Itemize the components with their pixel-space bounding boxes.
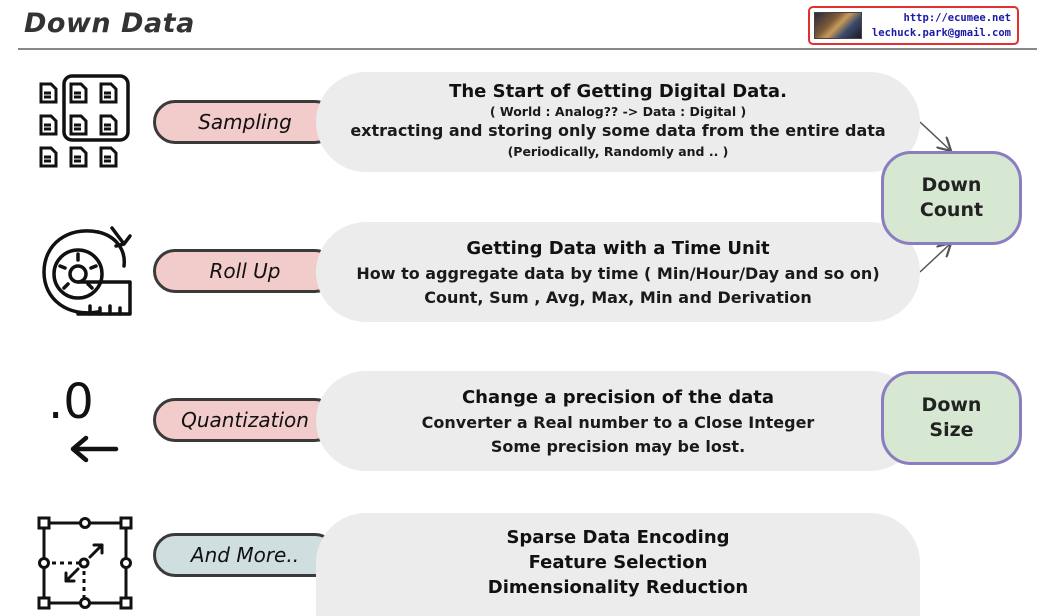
quantization-description: Converter a Real number to a Close Integ… xyxy=(421,413,815,432)
page-title: Down Data xyxy=(24,8,195,39)
author-thumbnail xyxy=(814,12,862,39)
arrow-sampling-to-down-count xyxy=(919,121,950,150)
panel-and-more: Sparse Data Encoding Feature Selection D… xyxy=(316,513,920,616)
pill-roll-up: Roll Up xyxy=(153,249,337,293)
pill-sampling: Sampling xyxy=(153,100,337,144)
badge-down-size: Down Size xyxy=(881,371,1022,465)
sampling-note: (Periodically, Randomly and .. ) xyxy=(507,144,729,159)
quantization-heading: Change a precision of the data xyxy=(461,387,775,408)
measuring-tape-icon xyxy=(42,226,132,316)
contact-url[interactable]: http://ecumee.net xyxy=(903,12,1011,24)
panel-quantization: Change a precision of the data Converter… xyxy=(316,371,920,471)
contact-box: http://ecumee.net lechuck.park@gmail.com xyxy=(808,6,1019,45)
badge-down-size-line1: Down xyxy=(921,394,982,416)
resize-frame-icon xyxy=(37,516,133,610)
arrow-rollup-to-down-count xyxy=(919,244,950,273)
rollup-functions: Count, Sum , Avg, Max, Min and Derivatio… xyxy=(424,288,812,307)
badge-down-size-line2: Size xyxy=(929,419,974,441)
more-item-sparse-encoding: Sparse Data Encoding xyxy=(506,527,730,548)
pill-and-more: And More.. xyxy=(153,533,337,577)
rollup-heading: Getting Data with a Time Unit xyxy=(466,238,770,259)
badge-down-count-line2: Count xyxy=(919,199,984,221)
decimal-decrease-icon: .0 xyxy=(44,374,124,468)
badge-down-count: Down Count xyxy=(881,151,1022,245)
panel-roll-up: Getting Data with a Time Unit How to agg… xyxy=(316,222,920,322)
pill-quantization: Quantization xyxy=(153,398,337,442)
sampling-subline: ( World : Analog?? -> Data : Digital ) xyxy=(489,104,747,119)
panel-sampling: The Start of Getting Digital Data. ( Wor… xyxy=(316,72,920,172)
quantization-note: Some precision may be lost. xyxy=(490,437,746,456)
rollup-description: How to aggregate data by time ( Min/Hour… xyxy=(356,264,880,283)
left-arrow-icon xyxy=(70,435,119,463)
title-divider xyxy=(18,48,1037,50)
sampling-description: extracting and storing only some data fr… xyxy=(350,121,886,140)
more-item-dimensionality-reduction: Dimensionality Reduction xyxy=(487,577,749,598)
contact-email[interactable]: lechuck.park@gmail.com xyxy=(871,27,1011,39)
document-grid-icon xyxy=(39,74,130,168)
decimal-icon-text: .0 xyxy=(48,374,94,430)
sampling-heading: The Start of Getting Digital Data. xyxy=(449,81,787,102)
badge-down-count-line1: Down xyxy=(921,174,982,196)
more-item-feature-selection: Feature Selection xyxy=(528,552,708,573)
